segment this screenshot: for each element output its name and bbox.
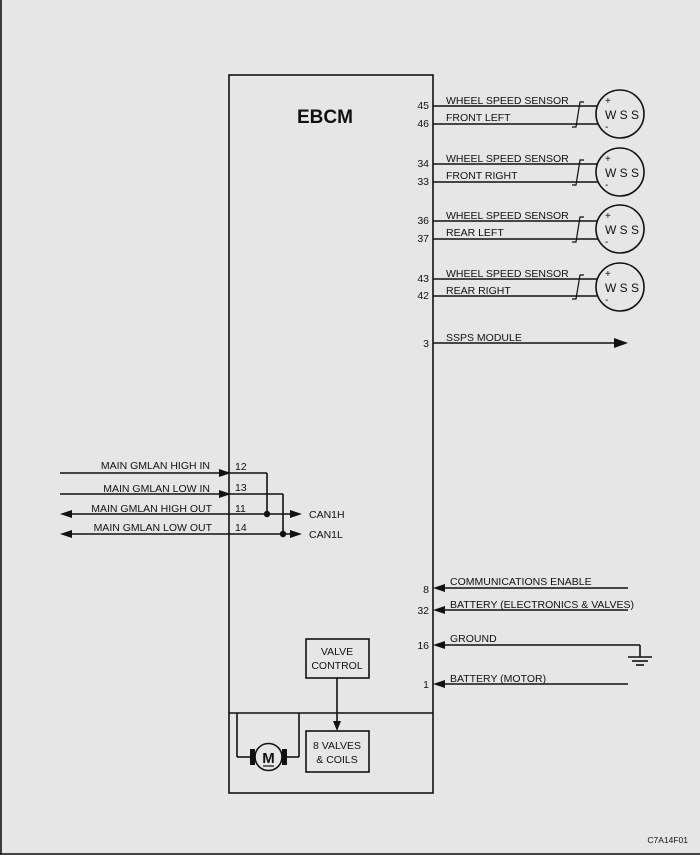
wss-rl-label-2: REAR LEFT xyxy=(446,227,504,239)
pin-3: 3 xyxy=(423,338,429,350)
valves-line1: 8 VALVES xyxy=(313,740,361,752)
wss-rr-minus: - xyxy=(605,295,608,306)
pin-43: 43 xyxy=(417,273,429,285)
ground-symbol xyxy=(628,645,652,666)
figure-code: C7A14F01 xyxy=(647,835,688,845)
valves-coils-block: 8 VALVES & COILS xyxy=(305,730,370,773)
valves-line2: & COILS xyxy=(316,754,357,766)
can1l-label: CAN1L xyxy=(309,529,343,541)
wss-rr-label-2: REAR RIGHT xyxy=(446,285,511,297)
wss-rr-label-1: WHEEL SPEED SENSOR xyxy=(446,268,569,280)
gmlan-high-in-label: MAIN GMLAN HIGH IN xyxy=(101,460,210,472)
ebcm-title: EBCM xyxy=(297,107,353,128)
valve-control-box xyxy=(305,638,370,679)
motor-block: M xyxy=(236,713,300,772)
battery-electronics-label: BATTERY (ELECTRONICS & VALVES) xyxy=(450,599,634,611)
wheel-speed-sensor-front-right: 34 33 WHEEL SPEED SENSOR FRONT RIGHT + -… xyxy=(417,147,645,197)
wheel-speed-sensor-rear-left: 36 37 WHEEL SPEED SENSOR REAR LEFT + - W… xyxy=(417,204,645,254)
wss-rl-minus: - xyxy=(605,237,608,248)
pin-37: 37 xyxy=(417,233,429,245)
wss-fl-plus: + xyxy=(605,96,611,107)
wss-rl-symbol xyxy=(595,204,645,254)
wss-rl-text: W S S xyxy=(605,223,639,237)
gmlan-wiring: MAIN GMLAN HIGH IN MAIN GMLAN LOW IN MAI… xyxy=(60,460,345,541)
communications-enable-label: COMMUNICATIONS ENABLE xyxy=(450,576,592,588)
wss-fl-label-1: WHEEL SPEED SENSOR xyxy=(446,95,569,107)
wss-fr-text: W S S xyxy=(605,166,639,180)
wss-fl-symbol xyxy=(595,89,645,139)
pin-11: 11 xyxy=(235,503,246,515)
wheel-speed-sensor-rear-right: 43 42 WHEEL SPEED SENSOR REAR RIGHT + - … xyxy=(417,262,645,312)
pin-16: 16 xyxy=(417,640,429,652)
ssps-module-output: 3 SSPS MODULE xyxy=(423,332,628,350)
wheel-speed-sensor-front-left: 45 46 WHEEL SPEED SENSOR FRONT LEFT + - … xyxy=(417,89,645,139)
gmlan-low-in-label: MAIN GMLAN LOW IN xyxy=(103,483,210,495)
valve-control-block: VALVE CONTROL xyxy=(305,638,370,731)
ground-label: GROUND xyxy=(450,633,497,645)
wss-fr-symbol xyxy=(595,147,645,197)
wss-rr-symbol xyxy=(595,262,645,312)
right-inputs: 8 COMMUNICATIONS ENABLE 32 BATTERY (ELEC… xyxy=(417,576,652,691)
pin-14: 14 xyxy=(235,522,247,534)
wss-rr-plus: + xyxy=(605,269,611,280)
valves-coils-box xyxy=(305,730,370,773)
battery-motor-label: BATTERY (MOTOR) xyxy=(450,673,546,685)
pin-13: 13 xyxy=(235,482,247,494)
can1h-label: CAN1H xyxy=(309,509,345,521)
pin-33: 33 xyxy=(417,176,429,188)
motor-label: M xyxy=(262,750,275,767)
pin-12: 12 xyxy=(235,461,247,473)
wss-fr-minus: - xyxy=(605,180,608,191)
ebcm-module-box xyxy=(228,74,434,794)
wss-fr-label-2: FRONT RIGHT xyxy=(446,170,518,182)
pin-8: 8 xyxy=(423,584,429,596)
pin-36: 36 xyxy=(417,215,429,227)
wss-rl-plus: + xyxy=(605,211,611,222)
pin-46: 46 xyxy=(417,118,429,130)
wss-fl-label-2: FRONT LEFT xyxy=(446,112,511,124)
gmlan-high-out-label: MAIN GMLAN HIGH OUT xyxy=(91,503,212,515)
wss-fl-minus: - xyxy=(605,122,608,133)
pin-42: 42 xyxy=(417,290,429,302)
wss-fr-label-1: WHEEL SPEED SENSOR xyxy=(446,153,569,165)
ssps-label: SSPS MODULE xyxy=(446,332,522,344)
pin-45: 45 xyxy=(417,100,429,112)
wss-fl-text: W S S xyxy=(605,108,639,122)
wss-rl-label-1: WHEEL SPEED SENSOR xyxy=(446,210,569,222)
motor-symbol xyxy=(254,742,283,772)
wss-fr-plus: + xyxy=(605,154,611,165)
wss-rr-text: W S S xyxy=(605,281,639,295)
pin-1: 1 xyxy=(423,679,429,691)
valve-control-line1: VALVE xyxy=(321,646,353,658)
pin-32: 32 xyxy=(417,605,429,617)
gmlan-low-out-label: MAIN GMLAN LOW OUT xyxy=(94,522,213,534)
pin-34: 34 xyxy=(417,158,429,170)
valve-control-line2: CONTROL xyxy=(311,660,362,672)
